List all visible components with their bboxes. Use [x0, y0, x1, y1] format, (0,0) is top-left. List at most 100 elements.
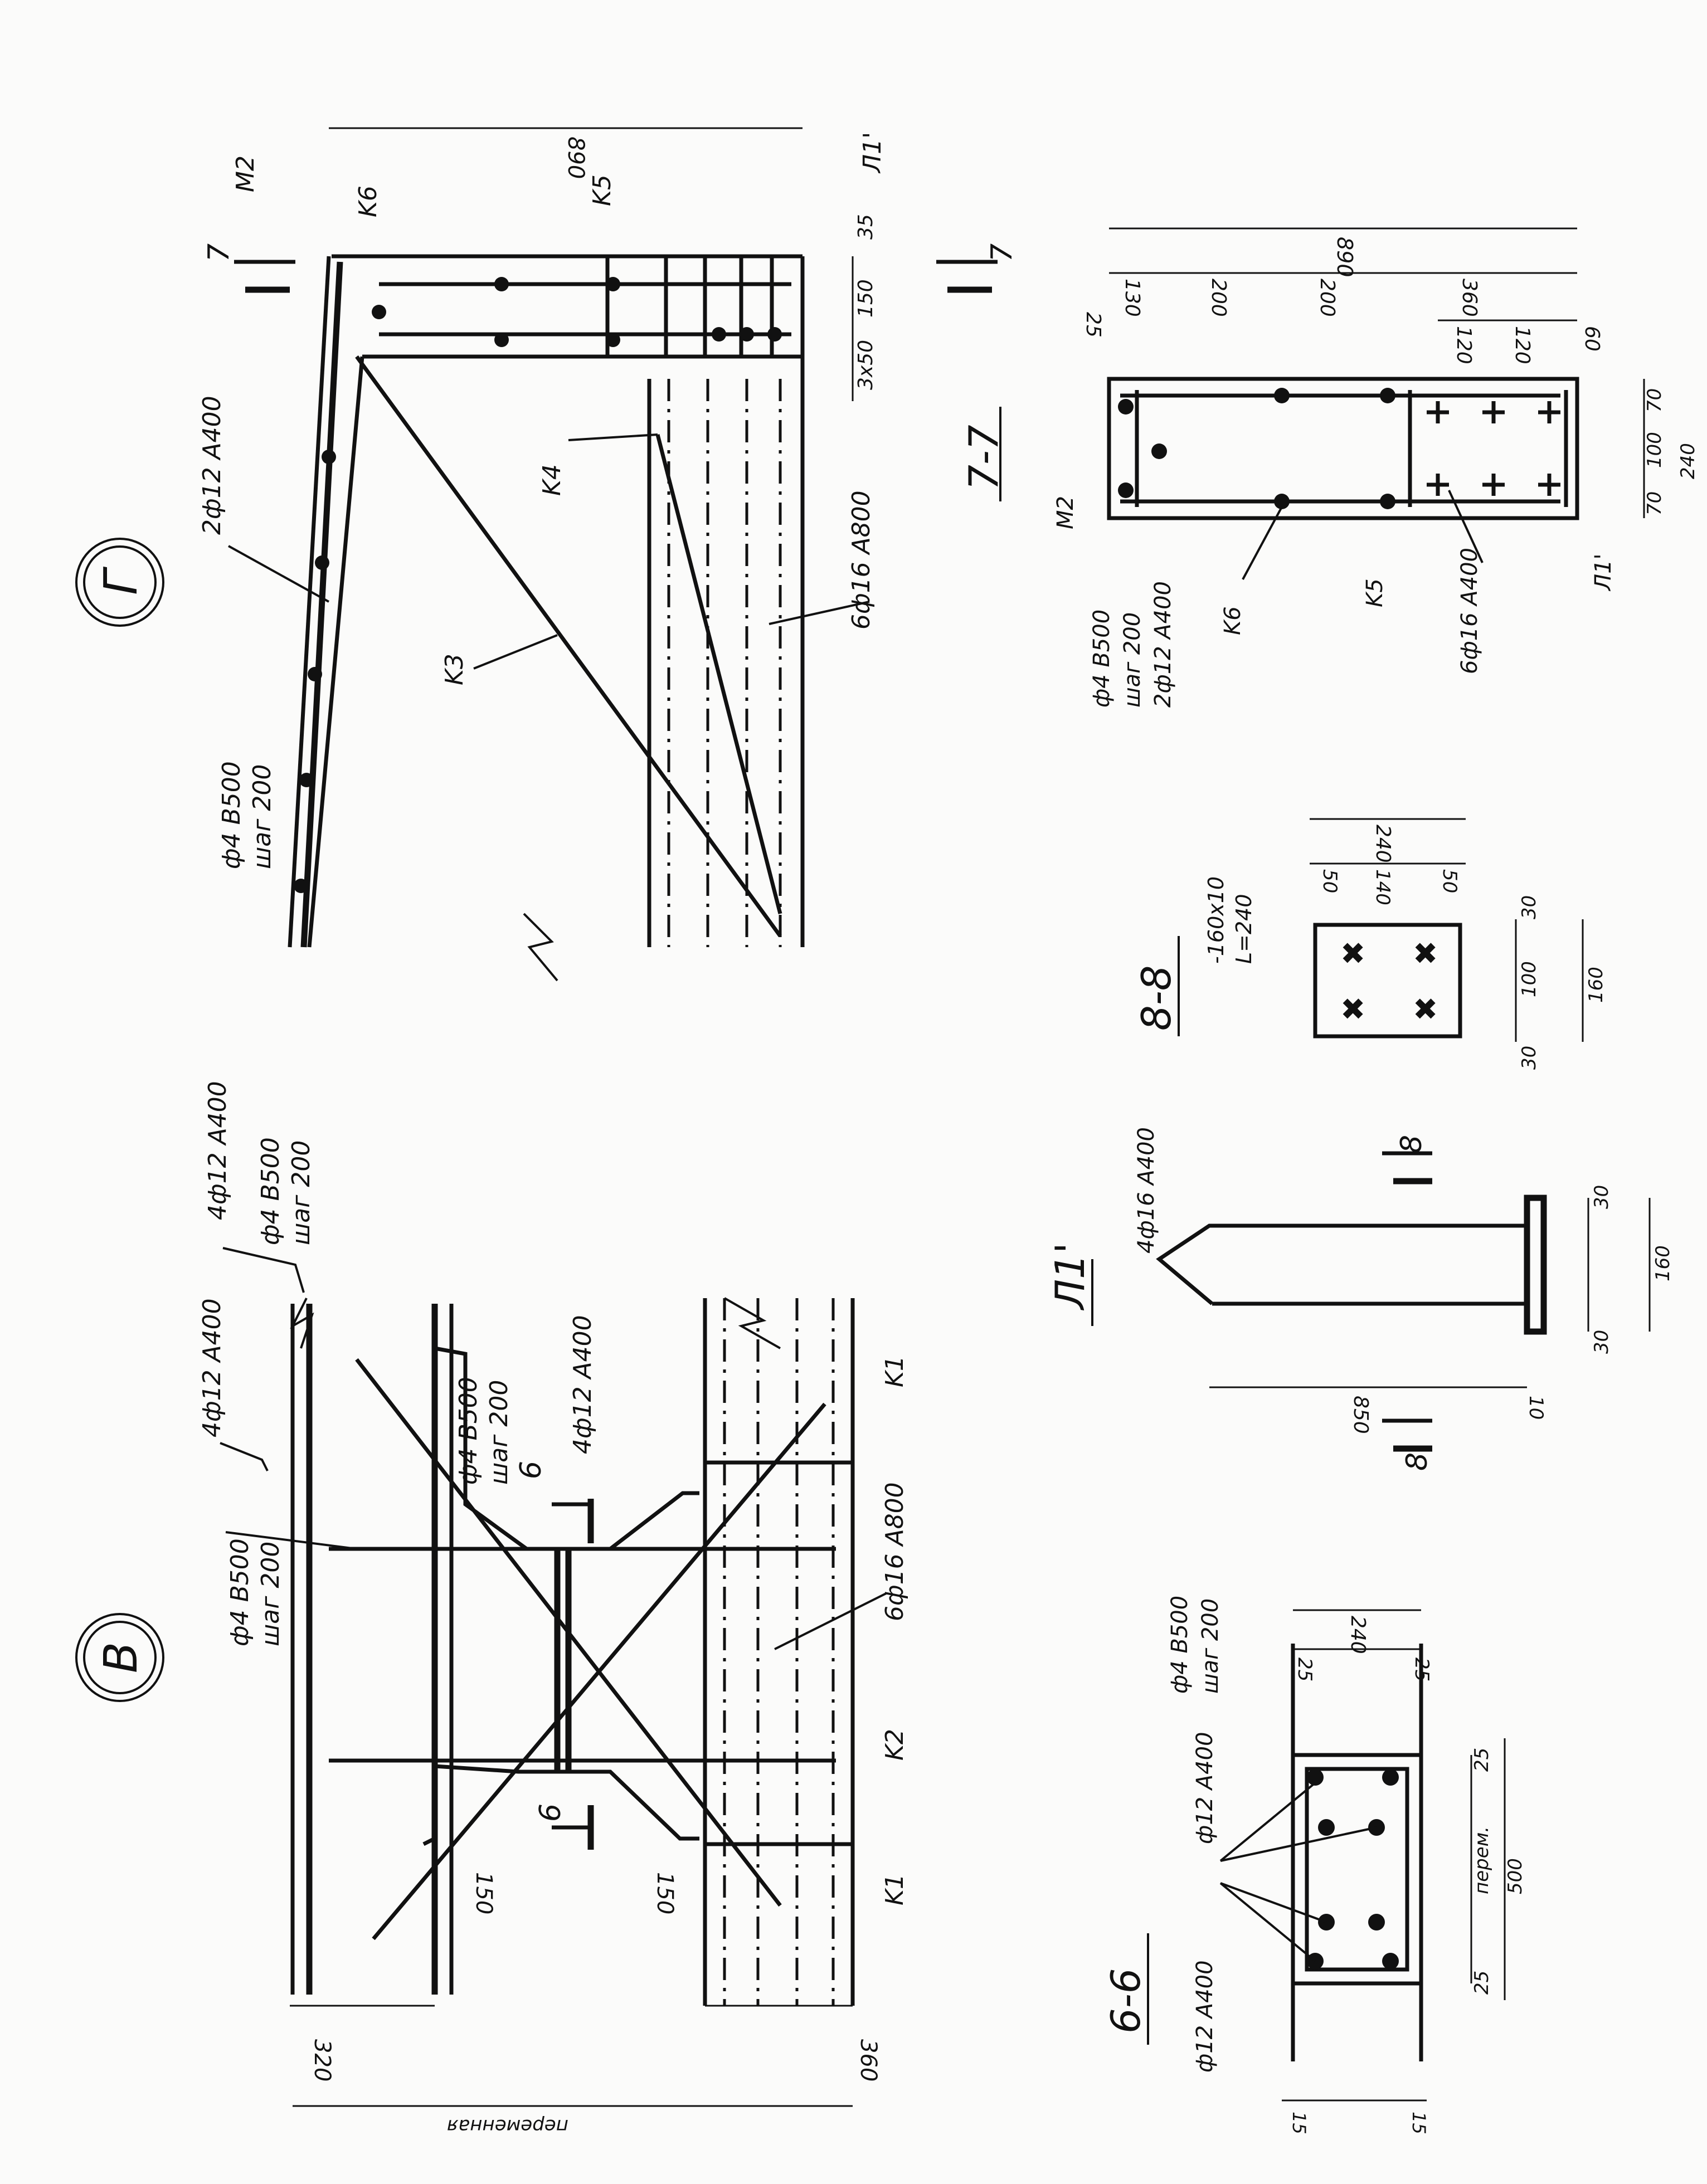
sec66-leader-3: [1219, 1882, 1316, 1962]
label-f4-b500-g: ф4 B500: [217, 761, 246, 869]
anchor-mark-2: ✖: [1413, 936, 1438, 971]
label-sec77-step: шаг 200: [1120, 612, 1145, 708]
slanted-beam-outer: [288, 256, 331, 948]
sec66-leader-2: [1220, 1826, 1377, 1862]
label-step-g: шаг 200: [248, 764, 276, 869]
label-var: переменная: [447, 2115, 568, 2137]
label-sec7-left: 7: [202, 243, 236, 262]
label-l1-top: Л1': [858, 132, 887, 174]
label-sec77-130: 130: [1121, 279, 1144, 317]
label-l1-title: Л1': [1047, 1242, 1093, 1311]
label-sec8-bot: 8: [1400, 1452, 1434, 1471]
leader-k4: [568, 433, 658, 441]
label-4f12-v3: 4ф12 A400: [568, 1315, 597, 1454]
g-break-mark: [523, 913, 558, 982]
label-sec66-25b: 25: [1411, 1658, 1433, 1681]
node-g-marker-inner: [83, 545, 157, 619]
sec77-dot-1: [1118, 399, 1134, 415]
section-7-7-labels: 7-7 890 25 130 200 200 360 120 120 60 70…: [960, 237, 1699, 708]
sec77-leader-6f16: [1448, 490, 1484, 563]
label-dim-320: 320: [309, 2039, 335, 2081]
g-dot-13: [294, 879, 308, 893]
label-k3: K3: [440, 654, 469, 685]
label-k4: K4: [538, 464, 566, 496]
slanted-beam-inner: [307, 356, 364, 948]
break-mark-2: [724, 1297, 781, 1349]
g-dot-6: [712, 327, 726, 342]
label-l1-10: 10: [1525, 1396, 1547, 1420]
sec66-leader-1: [1219, 1782, 1316, 1862]
label-sec88-240: 240: [1372, 825, 1394, 863]
g-dot-12: [299, 773, 314, 787]
sec77-dot-3: [1151, 443, 1167, 459]
anchor-mark-1: ✖: [1340, 936, 1365, 971]
node-g-labels: M2 K6 K5 Л1' 7 7 890 35 150 3x50 2ф12 A4…: [198, 132, 1019, 869]
label-sec77-6f16: 6ф16 A400: [1457, 548, 1482, 674]
anchor-marks: ✖ ✖ ✖ ✖: [1340, 936, 1438, 1027]
label-sec6-top: 6: [514, 1461, 548, 1479]
g-dot-2: [494, 277, 509, 291]
label-sec66-title: 6-6: [1102, 1968, 1149, 2034]
label-sec77-120b: 120: [1511, 326, 1534, 364]
sec77-leader-k6: [1242, 506, 1283, 580]
label-sec77-2f12: 2ф12 A400: [1150, 581, 1176, 708]
label-sec77-200b: 200: [1316, 279, 1339, 317]
label-dim-890-top: 890: [563, 136, 589, 179]
anchor-l1: [1091, 1151, 1651, 1452]
node-g-drawing: Г: [75, 127, 998, 982]
label-sec66-25d: 25: [1471, 1971, 1493, 1995]
leader-4f12-a: [225, 1531, 357, 1550]
section-6-6-labels: 6-6 ф4 B500 шаг 200 ф12 A400 ф12 A400 24…: [1102, 1596, 1526, 2134]
diag-bar-2: [372, 1402, 826, 1941]
sec66-dot-6: [1368, 1914, 1385, 1930]
label-k1-b: K1: [881, 1874, 909, 1905]
label-step-v2: шаг 200: [287, 1140, 315, 1245]
label-sec88-50a: 50: [1319, 869, 1341, 893]
label-k2: K2: [881, 1729, 909, 1761]
anchor-l1-plate: [1524, 1195, 1547, 1335]
sec77-dot-2: [1118, 482, 1134, 498]
label-sec77-70b: 70: [1643, 491, 1666, 515]
label-sec66-f12-a: ф12 A400: [1192, 1732, 1218, 1844]
node-v-labels: ф4 B500 шаг 200 4ф12 A400 4ф12 A400 ф4 B…: [198, 1081, 909, 2137]
sec66-stirrup: [1305, 1767, 1409, 1972]
node-v-marker-letter: В: [95, 1642, 148, 1673]
label-sec77-title: 7-7: [960, 425, 1007, 490]
leader-6f16-g: [769, 601, 870, 625]
label-4f12-v2: 4ф12 A400: [203, 1081, 232, 1220]
label-sec66-step: шаг 200: [1198, 1598, 1223, 1694]
label-sec77-120a: 120: [1452, 326, 1475, 364]
label-f4-b500-v1: ф4 B500: [226, 1538, 254, 1646]
label-4f16: 4ф16 A400: [1134, 1127, 1159, 1254]
g-dot-5: [606, 333, 620, 347]
label-sec66-f12-b: ф12 A400: [1192, 1960, 1218, 2073]
label-sec66-25a: 25: [1293, 1658, 1316, 1681]
label-sec77-240: 240: [1677, 443, 1699, 479]
leader-k3: [473, 634, 558, 670]
node-v-drawing: В: [75, 1247, 887, 2107]
section-8-8: ✖ ✖ ✖ ✖: [1178, 818, 1584, 1042]
label-l1-30b: 30: [1591, 1330, 1613, 1354]
label-dim-150-b: 150: [652, 1872, 678, 1914]
sec66-leader-4: [1220, 1882, 1327, 1923]
label-l1-850: 850: [1349, 1396, 1372, 1434]
section-8-8-labels: 8-8 -160x10 L=240 240 50 140 50 30 100 3…: [1133, 825, 1607, 1070]
label-k5-top: K5: [588, 174, 616, 206]
label-sec77-100: 100: [1643, 432, 1666, 468]
anchor-mark-3: ✖: [1340, 992, 1365, 1027]
g-dot-9: [322, 450, 336, 464]
node-v-marker-inner: [83, 1621, 157, 1694]
label-dim-150-g: 150: [854, 279, 877, 318]
plate-outline: [1313, 923, 1462, 1039]
g-dot-10: [315, 555, 329, 570]
g-dot-3: [494, 333, 509, 347]
leader-f4-top: [222, 1247, 305, 1293]
label-sec77-l1: Л1': [1591, 553, 1616, 592]
label-sec66-240: 240: [1346, 1616, 1369, 1654]
label-f4-b500-v3: ф4 B500: [454, 1377, 483, 1485]
sec77-dot-4: [1274, 388, 1290, 403]
anchor-l1-labels: Л1' 4ф16 A400 8 8 850 10 30 160 30: [1047, 1127, 1674, 1471]
label-sec88-160: 160: [1585, 967, 1607, 1003]
label-6f16-a800-g: 6ф16 A800: [847, 490, 876, 630]
